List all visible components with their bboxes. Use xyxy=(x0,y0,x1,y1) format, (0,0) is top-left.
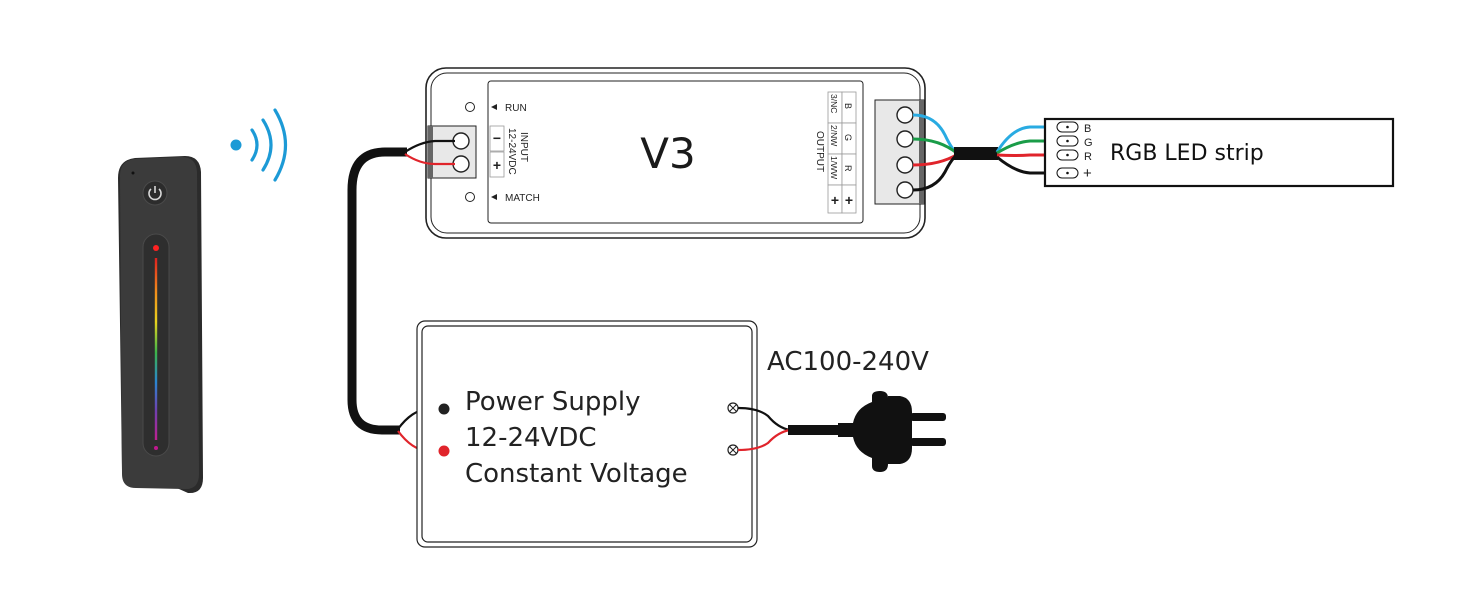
match-led xyxy=(465,192,475,202)
input-voltage: 12-24VDC xyxy=(506,128,517,175)
run-arrow-icon xyxy=(491,104,497,110)
ac-terminal-l xyxy=(727,402,739,414)
positive-terminal xyxy=(438,445,450,457)
input-terminal xyxy=(427,125,477,179)
match-arrow-icon xyxy=(491,194,497,200)
match-label: MATCH xyxy=(505,193,540,204)
wireless-signal-icon xyxy=(230,108,287,182)
output-mode-3: 3/NC xyxy=(829,94,839,113)
strip-pin-r: R xyxy=(1084,151,1092,163)
output-mode-1: 1/WW xyxy=(829,156,839,179)
color-touch-slider[interactable] xyxy=(142,233,170,457)
psu-line-2: 12-24VDC xyxy=(465,423,597,453)
remote-control xyxy=(118,156,203,494)
output-cable xyxy=(912,113,1058,192)
run-led xyxy=(465,102,475,112)
ac-terminal-n xyxy=(727,444,739,456)
cable-sheath xyxy=(954,147,998,160)
rgb-led-strip: B G R + RGB LED strip xyxy=(1043,117,1395,188)
output-mode-2: 2/NW xyxy=(829,125,839,146)
strip-title: RGB LED strip xyxy=(1110,141,1264,166)
input-plus-label: + xyxy=(493,157,501,173)
negative-terminal xyxy=(438,403,450,415)
power-icon xyxy=(148,186,162,201)
strip-pin-plus: + xyxy=(1083,165,1092,182)
power-supply: Power Supply 12-24VDC Constant Voltage xyxy=(416,320,758,548)
output-title: OUTPUT xyxy=(814,131,825,172)
strip-pin-b: B xyxy=(1084,123,1091,135)
output-label-block: 3/NC B 2/NW G 1/WW R + + OUTPUT xyxy=(814,91,857,214)
strip-solder-pads xyxy=(1056,121,1079,179)
psu-line-3: Constant Voltage xyxy=(465,459,688,489)
ac-plug-icon xyxy=(838,391,946,472)
ac-cable xyxy=(737,406,838,452)
ac-voltage-label: AC100-240V xyxy=(767,347,929,377)
model-name: V3 xyxy=(640,129,695,178)
input-minus-label: − xyxy=(493,130,501,146)
psu-line-1: Power Supply xyxy=(465,387,640,417)
strip-pin-g: G xyxy=(1084,137,1093,149)
output-color-g: G xyxy=(843,134,853,141)
output-plus-1: + xyxy=(831,192,839,208)
output-color-r: R xyxy=(843,165,853,172)
run-label: RUN xyxy=(505,103,527,114)
controller-v3: RUN MATCH V3 − + INPUT 12-24VDC 3/NC B 2… xyxy=(425,67,926,239)
output-color-b: B xyxy=(843,103,853,109)
power-button[interactable] xyxy=(142,180,168,206)
output-plus-2: + xyxy=(845,192,853,208)
input-title: INPUT xyxy=(518,132,529,162)
